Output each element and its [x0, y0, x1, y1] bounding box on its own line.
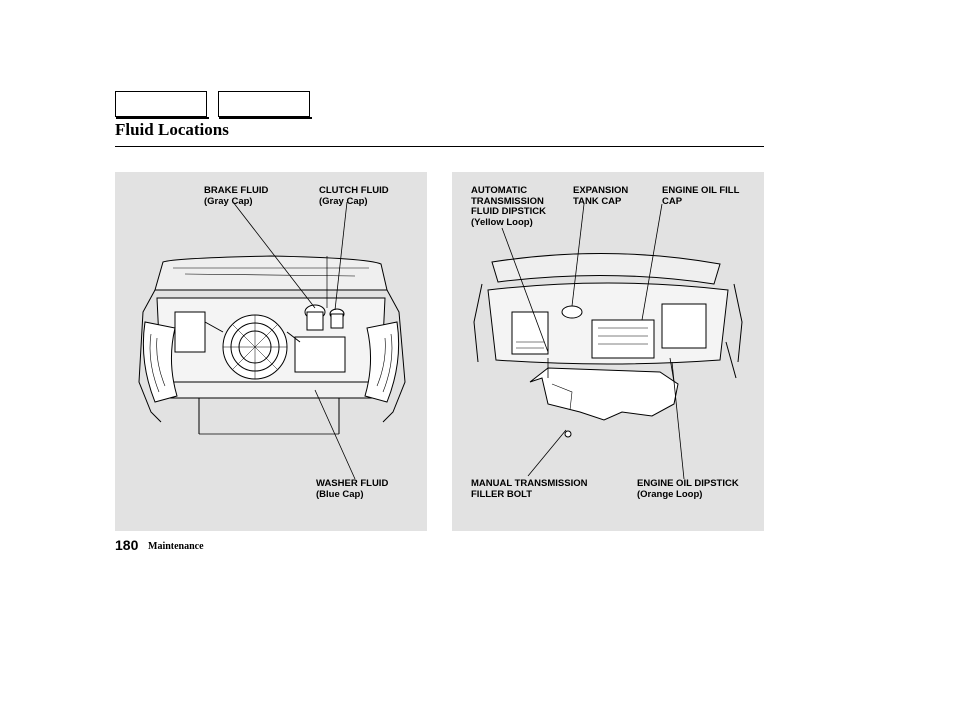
- manual-transmission-label: MANUAL TRANSMISSION FILLER BOLT: [471, 478, 588, 500]
- oilfill-line1: ENGINE OIL FILL: [662, 185, 740, 196]
- dipstick-line1: ENGINE OIL DIPSTICK: [637, 478, 739, 489]
- front-engine-illustration: [138, 201, 406, 480]
- engine-oil-dipstick-label: ENGINE OIL DIPSTICK (Orange Loop): [637, 478, 739, 500]
- washer-fluid-title: WASHER FLUID: [316, 478, 389, 489]
- expansion-line1: EXPANSION: [573, 185, 629, 196]
- washer-fluid-label: WASHER FLUID (Blue Cap): [316, 478, 389, 500]
- oilfill-line2: CAP: [662, 195, 683, 207]
- rear-engine-illustration: [473, 203, 743, 480]
- atf-line2: TRANSMISSION: [471, 195, 544, 207]
- rear-engine-diagram-panel: AUTOMATIC TRANSMISSION FLUID DIPSTICK (Y…: [452, 172, 764, 531]
- clutch-fluid-cap: (Gray Cap): [319, 195, 368, 207]
- engine-oil-fill-label: ENGINE OIL FILL CAP: [662, 185, 740, 207]
- nav-box-next[interactable]: [218, 91, 312, 119]
- clutch-fluid-title: CLUTCH FLUID: [319, 185, 389, 196]
- atf-line1: AUTOMATIC: [471, 185, 528, 196]
- page-title: Fluid Locations: [115, 120, 229, 139]
- clutch-fluid-label: CLUTCH FLUID (Gray Cap): [319, 185, 389, 207]
- brake-fluid-title: BRAKE FLUID: [204, 185, 269, 196]
- page-number: 180: [115, 537, 139, 553]
- front-engine-diagram-panel: BRAKE FLUID (Gray Cap) CLUTCH FLUID (Gra…: [115, 172, 427, 531]
- atf-loop-color: (Yellow Loop): [471, 216, 533, 228]
- manual-line1: MANUAL TRANSMISSION: [471, 478, 588, 489]
- dipstick-loop-color: (Orange Loop): [637, 488, 703, 500]
- atf-dipstick-label: AUTOMATIC TRANSMISSION FLUID DIPSTICK (Y…: [471, 185, 546, 228]
- brake-fluid-label: BRAKE FLUID (Gray Cap): [204, 185, 269, 207]
- expansion-line2: TANK CAP: [573, 195, 622, 207]
- nav-box-previous[interactable]: [115, 91, 209, 119]
- washer-fluid-cap: (Blue Cap): [316, 488, 364, 500]
- brake-fluid-cap: (Gray Cap): [204, 195, 253, 207]
- section-name: Maintenance: [148, 541, 204, 552]
- title-rule: [115, 146, 764, 147]
- atf-line3: FLUID DIPSTICK: [471, 206, 546, 217]
- expansion-tank-label: EXPANSION TANK CAP: [573, 185, 629, 207]
- manual-line2: FILLER BOLT: [471, 488, 533, 500]
